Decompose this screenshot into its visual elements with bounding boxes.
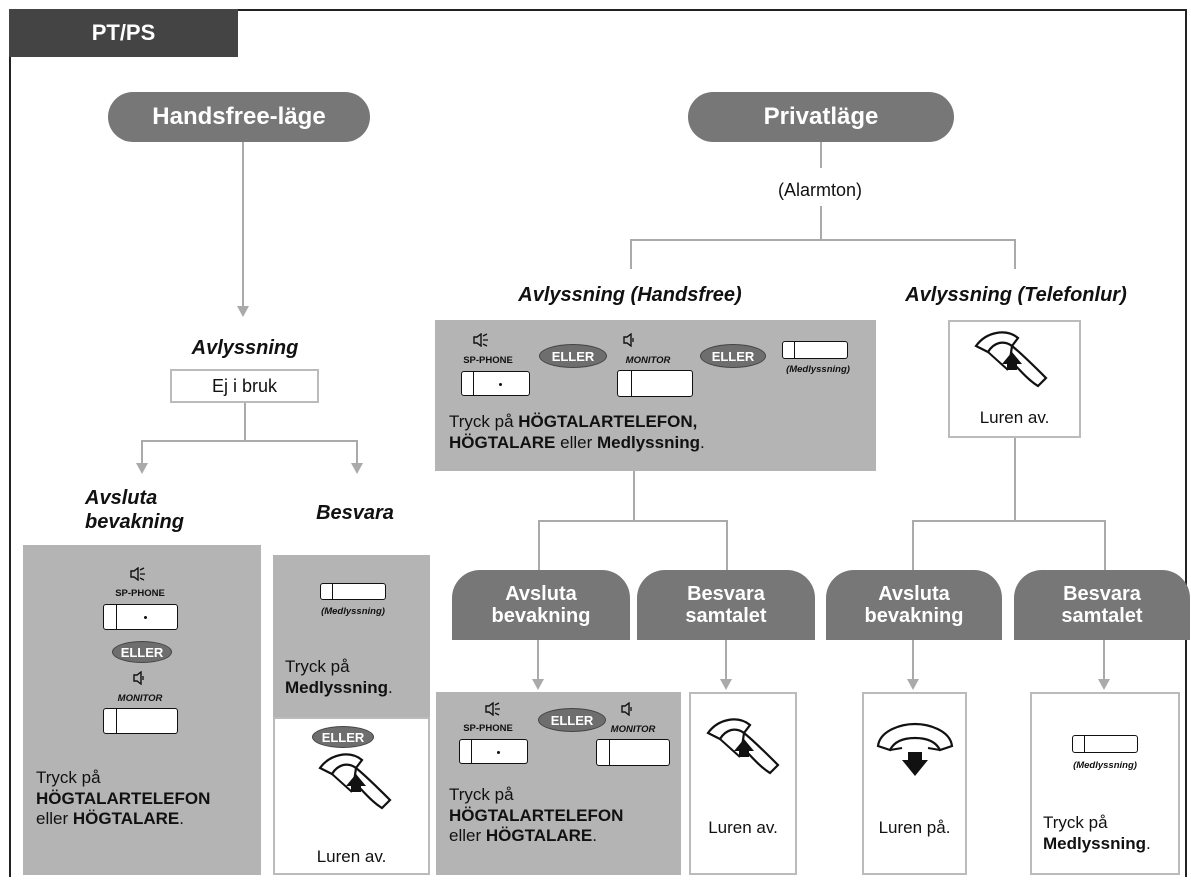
medlyssning-key bbox=[1072, 735, 1138, 753]
handset-on-text: Luren på. bbox=[878, 818, 951, 837]
listen-private-tel-heading: Avlyssning (Telefonlur) bbox=[905, 284, 1127, 306]
handset-on-icon bbox=[872, 722, 958, 785]
medlyssning-label: (Medlyssning) bbox=[321, 606, 385, 617]
end-surveillance-heading-left: Avsluta bevakning bbox=[85, 487, 184, 533]
monitor-key bbox=[617, 370, 693, 397]
sp-phone-label: SP-PHONE bbox=[463, 355, 513, 366]
sp-phone-key bbox=[103, 604, 178, 630]
handset-off-text-tel: Luren av. bbox=[979, 408, 1050, 427]
speaker-icon bbox=[473, 332, 489, 352]
instruction-answer-left: Tryck på Medlyssning. bbox=[285, 657, 393, 697]
medlyssning-key bbox=[320, 583, 386, 600]
monitor-key bbox=[596, 739, 670, 766]
diagram-frame bbox=[9, 9, 1187, 877]
speaker-icon bbox=[485, 701, 501, 721]
instruction-end-hf: Tryck på HÖGTALARTELEFON eller HÖGTALARE… bbox=[449, 785, 624, 846]
medlyssning-label: (Medlyssning) bbox=[1073, 760, 1137, 771]
monitor-label: MONITOR bbox=[610, 724, 656, 735]
instruction-answer-tel: Tryck på Medlyssning. bbox=[1043, 813, 1151, 853]
instruction-end-left: Tryck på HÖGTALARTELEFON eller HÖGTALARE… bbox=[36, 768, 211, 829]
medlyssning-box bbox=[1030, 692, 1180, 875]
not-used-box: Ej i bruk bbox=[170, 369, 319, 403]
or-oval: ELLER bbox=[538, 708, 606, 732]
handset-off-text-hf: Luren av. bbox=[708, 818, 778, 837]
end-surveillance-pill-hf: Avsluta bevakning bbox=[452, 570, 630, 640]
instruction-private-hf: Tryck på HÖGTALARTELEFON, HÖGTALARE elle… bbox=[449, 412, 705, 452]
medlyssning-key bbox=[782, 341, 848, 359]
header-tab: PT/PS bbox=[9, 9, 238, 57]
alarm-text: (Alarmton) bbox=[777, 180, 862, 200]
handset-off-text-left: Luren av. bbox=[316, 847, 387, 866]
listen-private-hf-heading: Avlyssning (Handsfree) bbox=[518, 284, 742, 306]
or-oval: ELLER bbox=[312, 726, 374, 748]
sp-phone-label: SP-PHONE bbox=[115, 588, 165, 599]
or-oval: ELLER bbox=[700, 344, 766, 368]
not-used-text: Ej i bruk bbox=[211, 375, 278, 396]
sp-phone-key bbox=[459, 739, 528, 764]
mode-handsfree: Handsfree-läge bbox=[108, 92, 370, 142]
mode-private: Privatläge bbox=[688, 92, 954, 142]
or-oval: ELLER bbox=[539, 344, 607, 368]
end-surveillance-pill-tel: Avsluta bevakning bbox=[826, 570, 1002, 640]
medlyssning-label: (Medlyssning) bbox=[786, 364, 850, 375]
handset-off-icon bbox=[972, 328, 1050, 395]
monitor-icon bbox=[623, 332, 637, 352]
handset-off-icon bbox=[316, 750, 394, 817]
answer-heading-left: Besvara bbox=[316, 502, 394, 524]
answer-call-pill-tel: Besvara samtalet bbox=[1014, 570, 1190, 640]
sp-phone-key bbox=[461, 371, 530, 396]
handset-on-box bbox=[862, 692, 967, 875]
panel-answer-left bbox=[273, 555, 430, 717]
monitor-icon bbox=[133, 670, 147, 690]
handset-off-icon bbox=[704, 715, 782, 782]
or-oval: ELLER bbox=[112, 641, 172, 663]
monitor-label: MONITOR bbox=[625, 355, 671, 366]
monitor-label: MONITOR bbox=[117, 693, 163, 704]
monitor-icon bbox=[621, 701, 635, 721]
answer-call-pill-hf: Besvara samtalet bbox=[637, 570, 815, 640]
listen-handsfree-heading: Avlyssning bbox=[191, 337, 299, 359]
speaker-icon bbox=[130, 566, 146, 586]
sp-phone-label: SP-PHONE bbox=[463, 723, 513, 734]
monitor-key bbox=[103, 708, 178, 734]
